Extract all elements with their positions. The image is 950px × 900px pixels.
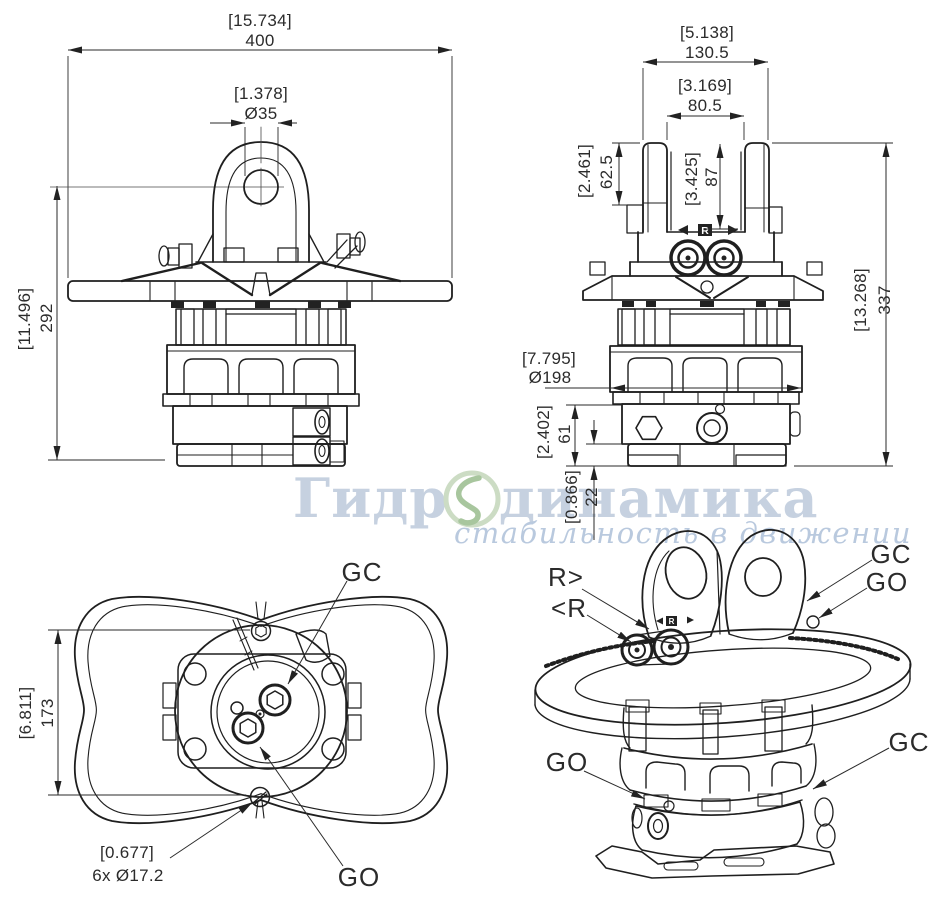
- side-view: R: [522, 23, 894, 540]
- hex-bolt-icon: [635, 415, 663, 441]
- front-dim-pin-hole: [1.378] Ø35: [210, 84, 297, 176]
- side-ear-height-mm: 62.5: [597, 155, 616, 189]
- bottom-bolt-holes-inch: [0.677]: [100, 843, 154, 862]
- bottom-bolt-holes-mm: 6x Ø17.2: [92, 866, 163, 885]
- side-dim-overall-height: [13.268] 337: [772, 142, 894, 467]
- side-valve-height-inch: [2.402]: [534, 405, 553, 459]
- side-body-diameter-inch: [7.795]: [522, 349, 576, 368]
- watermark-tagline: стабильность в движении: [454, 516, 912, 550]
- grease-nipple-icon: [806, 615, 820, 629]
- bottom-bolt-span-inch: [6.811]: [16, 687, 35, 740]
- front-flange: [67, 261, 453, 308]
- side-dim-slot-depth: [3.425] 87: [682, 144, 738, 230]
- side-body: [617, 308, 791, 346]
- side-port-mark-label: R: [701, 225, 709, 237]
- iso-rotate-right-label: R>: [548, 562, 584, 592]
- front-clevis: [195, 126, 327, 263]
- front-dim-width: [15.734] 400: [67, 11, 453, 278]
- front-width-mm: 400: [245, 31, 274, 50]
- side-rotation-marks: R: [678, 224, 738, 237]
- side-ports: [589, 239, 823, 294]
- side-clevis-width-mm: 130.5: [685, 43, 729, 62]
- front-height-inch: [11.496]: [15, 288, 34, 351]
- iso-rotation-marks: R: [656, 616, 694, 626]
- bottom-bolt-span-mm: 173: [38, 698, 57, 727]
- bottom-label-go: GO: [259, 746, 380, 892]
- side-clevis-inner-inch: [3.169]: [678, 76, 732, 95]
- side-dim-clevis-inner: [3.169] 80.5: [666, 76, 745, 140]
- watermark-brand-suffix: динамика: [499, 466, 819, 530]
- bottom-view: [6.811] 173 [0.677] 6x Ø17.2 GC GO: [16, 557, 449, 892]
- port-gc-icon: [258, 683, 292, 717]
- iso-lower-housing: [595, 797, 836, 879]
- iso-gc-bottom-label: GC: [889, 727, 930, 757]
- bottom-callout-bolt-holes: [0.677] 6x Ø17.2: [92, 802, 253, 885]
- port-go-icon: [231, 711, 265, 745]
- screw-icon: [250, 620, 272, 642]
- side-base-height-mm: 22: [582, 487, 601, 507]
- side-ear-height-inch: [2.461]: [575, 144, 594, 198]
- front-height-mm: 292: [37, 303, 56, 332]
- side-slot-depth-mm: 87: [702, 167, 721, 187]
- iso-flange: [534, 628, 912, 740]
- iso-ports: [620, 628, 690, 667]
- watermark-brand-prefix: Гидр: [293, 466, 448, 530]
- side-body-diameter-mm: Ø198: [529, 368, 572, 387]
- front-body: [175, 308, 347, 346]
- iso-go-top-label: GO: [866, 567, 908, 597]
- iso-gc-top-label: GC: [871, 539, 912, 569]
- iso-view: R: [534, 528, 930, 879]
- side-dim-base-height: [0.866] 22: [562, 420, 630, 540]
- screw-icon: [249, 786, 271, 808]
- bottom-gc-label: GC: [342, 557, 383, 587]
- watermark: Гидр динамика стабильность в движении: [293, 466, 912, 550]
- side-dim-body-diameter: [7.795] Ø198: [522, 349, 802, 392]
- front-collar: [166, 344, 356, 395]
- side-dim-clevis-width: [5.138] 130.5: [642, 23, 769, 140]
- side-dim-ear-height: [2.461] 62.5: [575, 142, 640, 206]
- bottom-go-label: GO: [338, 862, 380, 892]
- front-view: [15.734] 400 [1.378] Ø35 [11.496] 292: [15, 11, 453, 467]
- side-valve-height-mm: 61: [555, 424, 574, 444]
- side-flange: [582, 275, 824, 307]
- front-dim-height: [11.496] 292: [15, 186, 284, 461]
- side-overall-height-inch: [13.268]: [851, 268, 870, 332]
- iso-body: [619, 699, 817, 816]
- iso-labels: R> <R GC GO GC GO: [546, 539, 930, 800]
- side-base-height-inch: [0.866]: [562, 470, 581, 524]
- side-dim-valve-height: [2.402] 61: [534, 404, 628, 467]
- front-width-inch: [15.734]: [228, 11, 292, 30]
- front-lower-housing: [162, 393, 360, 467]
- bottom-dim-bolt-span: [6.811] 173: [16, 629, 250, 796]
- watermark-logo-icon: [443, 470, 501, 528]
- side-clevis-inner-mm: 80.5: [688, 96, 722, 115]
- front-ports: [292, 407, 345, 466]
- iso-port-mark-label: R: [669, 617, 675, 626]
- side-clevis-width-inch: [5.138]: [680, 23, 734, 42]
- side-slot-depth-inch: [3.425]: [682, 152, 701, 206]
- front-pin-hole-inch: [1.378]: [234, 84, 288, 103]
- iso-go-bottom-label: GO: [546, 747, 588, 777]
- side-overall-height-mm: 337: [875, 285, 894, 314]
- bottom-mount-plate: [162, 629, 362, 769]
- side-lower-housing: [612, 391, 801, 467]
- side-collar: [609, 345, 803, 393]
- bottom-flange-outline: [73, 595, 449, 825]
- bottom-label-gc: GC: [287, 557, 383, 685]
- bottom-housing: [174, 617, 348, 808]
- front-side-fittings: [158, 231, 366, 269]
- front-pin-hole-mm: Ø35: [244, 104, 277, 123]
- iso-rotate-left-label: <R: [551, 593, 587, 623]
